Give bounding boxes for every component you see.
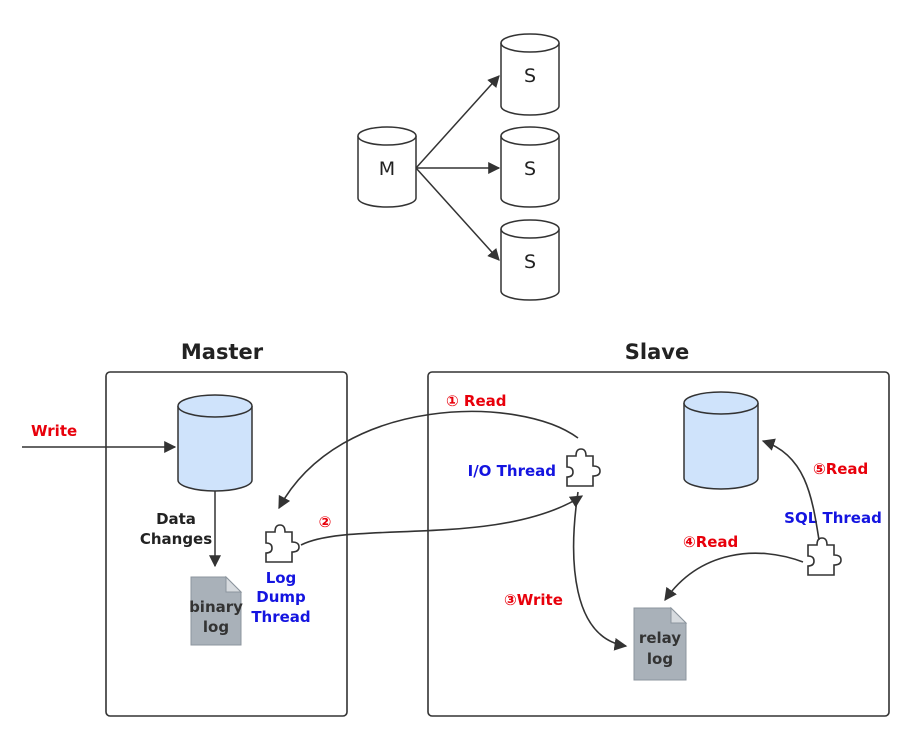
step2-label: ② (319, 513, 332, 531)
relay-log-label-line1: relay (639, 629, 681, 647)
slave-title: Slave (625, 340, 689, 364)
binary-log-label-line2: log (203, 618, 229, 636)
step1-read-arrow (278, 410, 579, 510)
io-thread-label: I/O Thread (468, 462, 556, 480)
slave-node-cylinder-2: S (500, 126, 560, 208)
dump-thread-label-line3: Thread (251, 608, 310, 626)
step5-read-arrow (761, 438, 820, 541)
slave-node-label-2: S (524, 158, 536, 180)
data-changes-label-line2: Changes (140, 530, 212, 548)
master-node-label: M (379, 158, 395, 180)
sql-thread-puzzle-icon (807, 537, 842, 576)
topology-arrow-1 (415, 75, 500, 169)
relay-log-file-icon: relay log (633, 606, 688, 681)
dump-thread-label-line2: Dump (256, 588, 306, 606)
log-dump-thread-puzzle-icon (265, 524, 300, 563)
write-label: Write (31, 422, 77, 440)
step3-write-arrow (572, 491, 628, 651)
step1-read-label: ① Read (446, 392, 507, 410)
master-title: Master (181, 340, 264, 364)
sql-thread-label: SQL Thread (784, 509, 882, 527)
dump-thread-label-line1: Log (266, 569, 297, 587)
slave-node-label-1: S (524, 65, 536, 87)
step4-read-arrow (664, 552, 804, 602)
step2-send-arrow (300, 495, 584, 546)
binary-log-label-line1: binary (189, 598, 243, 616)
step4-read-label: ④Read (683, 533, 738, 551)
slave-box (427, 371, 890, 717)
step3-write-label: ③Write (504, 591, 563, 609)
master-node-cylinder: M (357, 126, 417, 208)
master-database-icon (177, 394, 253, 492)
top-topology: M S S S (357, 33, 560, 301)
data-changes-label-line1: Data (156, 510, 196, 528)
slave-node-cylinder-1: S (500, 33, 560, 116)
slave-node-label-3: S (524, 251, 536, 273)
step5-read-label: ⑤Read (813, 460, 868, 478)
slave-database-icon (683, 391, 759, 490)
io-thread-puzzle-icon (566, 448, 601, 487)
slave-node-cylinder-3: S (500, 219, 560, 301)
binary-log-file-icon: binary log (189, 575, 243, 646)
relay-log-label-line2: log (647, 650, 673, 668)
master-box (105, 371, 348, 717)
topology-arrow-3 (415, 167, 500, 261)
